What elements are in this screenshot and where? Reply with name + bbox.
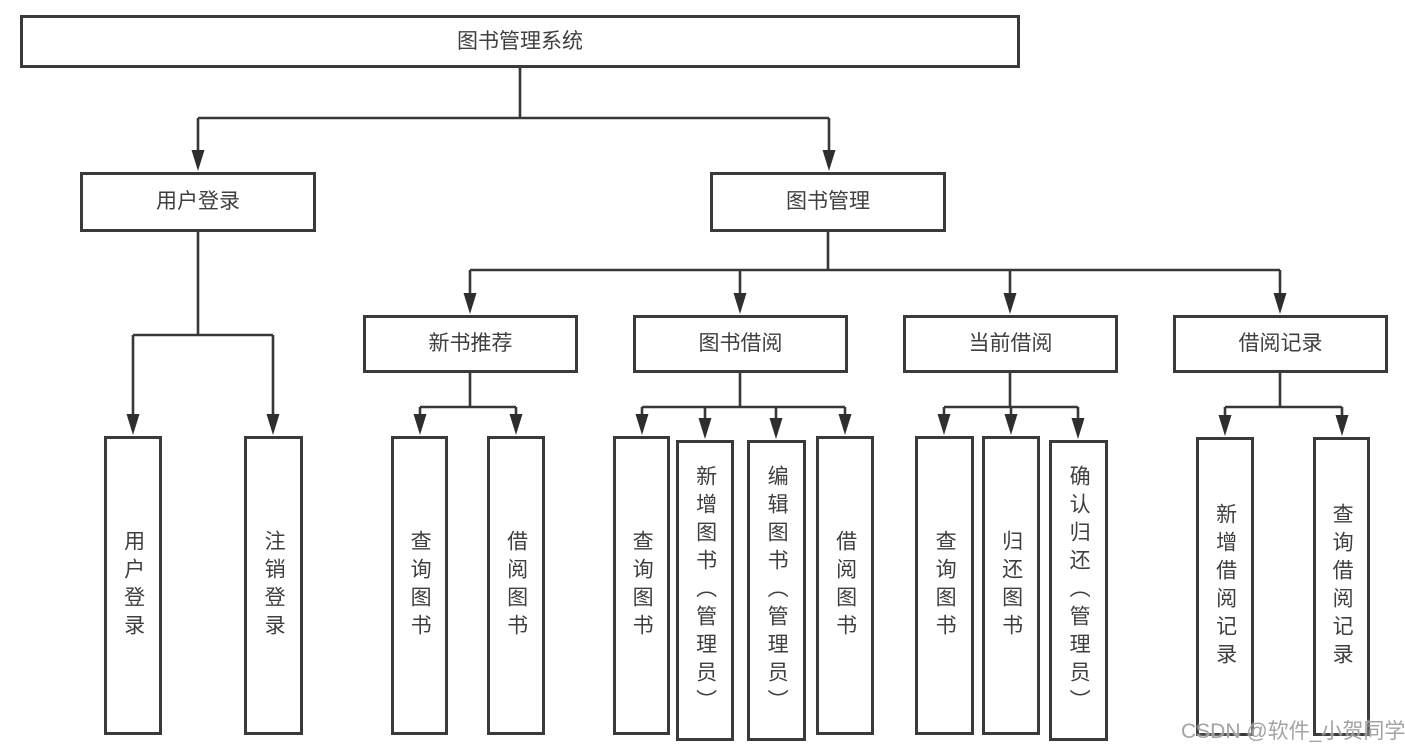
node-label: 查询图书 [630,529,654,642]
arrow-down-icon [838,414,852,435]
arrow-down-icon [266,414,280,435]
node-query-books-borrowing: 查询图书 [613,436,670,735]
connector-new-book-recommendation [418,372,518,415]
connector-user-login-to-leaves [131,231,275,415]
arrow-down-icon [1335,415,1349,436]
node-label: 查询借阅记录 [1330,502,1354,671]
node-label: 查询图书 [408,529,432,642]
arrow-down-icon [733,293,747,314]
node-borrow-books-borrowing: 借阅图书 [816,436,874,735]
node-book-management: 图书管理 [710,172,946,232]
arrow-down-icon [1003,293,1017,314]
node-label: 注销登录 [262,529,286,642]
node-user-login: 用户登录 [80,172,316,232]
arrow-down-icon [937,414,951,435]
arrow-down-icon [1218,415,1232,436]
arrow-down-icon [1273,293,1287,314]
node-logout-action: 注销登录 [244,436,303,735]
node-new-book-recommendation: 新书推荐 [363,315,578,373]
node-edit-books-admin: 编辑图书（管理员） [747,440,806,741]
watermark: CSDN @软件_小贺同学 [1181,720,1405,743]
arrow-down-icon [635,414,649,435]
node-label: 归还图书 [999,529,1023,642]
node-add-borrow-record: 新增借阅记录 [1196,437,1254,736]
arrow-down-icon [1004,414,1018,435]
connector-borrowing-records [1223,372,1344,416]
node-query-books-recommendation: 查询图书 [391,436,448,735]
node-current-borrowing: 当前借阅 [903,315,1118,373]
arrow-down-icon [769,418,783,439]
arrow-down-icon [509,414,523,435]
connector-current-borrowing [942,372,1080,419]
node-user-login-action: 用户登录 [104,436,162,735]
node-add-books-admin: 新增图书（管理员） [676,440,734,741]
node-label: 确认归还（管理员） [1067,464,1091,717]
node-confirm-return-admin: 确认归还（管理员） [1049,440,1108,741]
node-borrow-books-recommendation: 借阅图书 [487,436,545,735]
node-book-borrowing: 图书借阅 [633,315,848,373]
connector-root-to-level2 [196,67,831,151]
node-borrowing-records: 借阅记录 [1173,315,1388,373]
node-return-books: 归还图书 [982,436,1040,735]
connector-book-management-to-level3 [468,231,1282,294]
connector-book-borrowing [640,372,847,419]
node-label: 编辑图书（管理员） [765,464,789,717]
arrow-down-icon [1071,418,1085,439]
node-root: 图书管理系统 [20,15,1020,68]
arrow-down-icon [698,418,712,439]
node-label: 查询图书 [933,529,957,642]
node-label: 新增借阅记录 [1213,502,1237,671]
node-query-books-current: 查询图书 [915,436,974,735]
arrow-down-icon [822,150,836,171]
node-query-borrow-record: 查询借阅记录 [1313,437,1370,736]
node-label: 借阅图书 [504,529,528,642]
arrow-down-icon [126,414,140,435]
arrow-down-icon [413,414,427,435]
arrow-down-icon [191,150,205,171]
node-label: 新增图书（管理员） [693,464,717,717]
node-label: 借阅图书 [833,529,857,642]
node-label: 用户登录 [121,529,145,642]
arrow-down-icon [463,293,477,314]
